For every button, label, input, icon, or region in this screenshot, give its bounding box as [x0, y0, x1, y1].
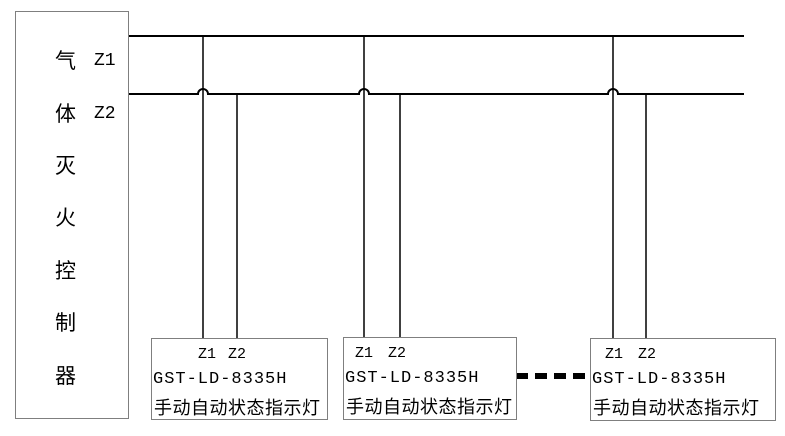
controller-char-7: 器	[55, 364, 76, 388]
controller-box: 气 Z1 体 Z2 灭 火 控 制 器	[15, 11, 129, 419]
device2-name: 手动自动状态指示灯	[346, 397, 513, 417]
controller-char-3: 灭	[55, 154, 76, 178]
controller-row-4: 火	[16, 206, 128, 230]
controller-row-6: 制	[16, 311, 128, 335]
controller-row-1: 气 Z1	[16, 49, 128, 73]
z2-bus-wire	[129, 88, 744, 95]
controller-terminal-z1-label: Z1	[94, 51, 116, 71]
controller-char-6: 制	[55, 311, 76, 335]
device2-terminal-z2-label: Z2	[388, 345, 407, 362]
device3-terminal-z1-label: Z1	[605, 346, 624, 363]
device3-name: 手动自动状态指示灯	[593, 398, 760, 418]
controller-char-1: 气	[55, 49, 76, 73]
controller-char-4: 火	[55, 206, 76, 230]
device3-model: GST-LD-8335H	[592, 370, 727, 389]
device2-terminal-z1-label: Z1	[355, 345, 374, 362]
controller-row-7: 器	[16, 364, 128, 388]
controller-row-3: 灭	[16, 154, 128, 178]
indicator-box-3: Z1 Z2 GST-LD-8335H 手动自动状态指示灯	[590, 338, 776, 421]
indicator-box-1: Z1 Z2 GST-LD-8335H 手动自动状态指示灯	[151, 338, 328, 420]
device1-model: GST-LD-8335H	[153, 370, 288, 389]
controller-row-5: 控	[16, 259, 128, 283]
device1-terminal-z2-label: Z2	[228, 346, 247, 363]
device2-model: GST-LD-8335H	[345, 369, 480, 388]
device1-name: 手动自动状态指示灯	[154, 398, 321, 418]
controller-row-2: 体 Z2	[16, 102, 128, 126]
controller-char-2: 体	[55, 102, 76, 126]
controller-terminal-z2-label: Z2	[94, 104, 116, 124]
controller-char-5: 控	[55, 259, 76, 283]
indicator-box-2: Z1 Z2 GST-LD-8335H 手动自动状态指示灯	[343, 337, 517, 420]
device3-terminal-z2-label: Z2	[638, 346, 657, 363]
device1-terminal-z1-label: Z1	[198, 346, 217, 363]
